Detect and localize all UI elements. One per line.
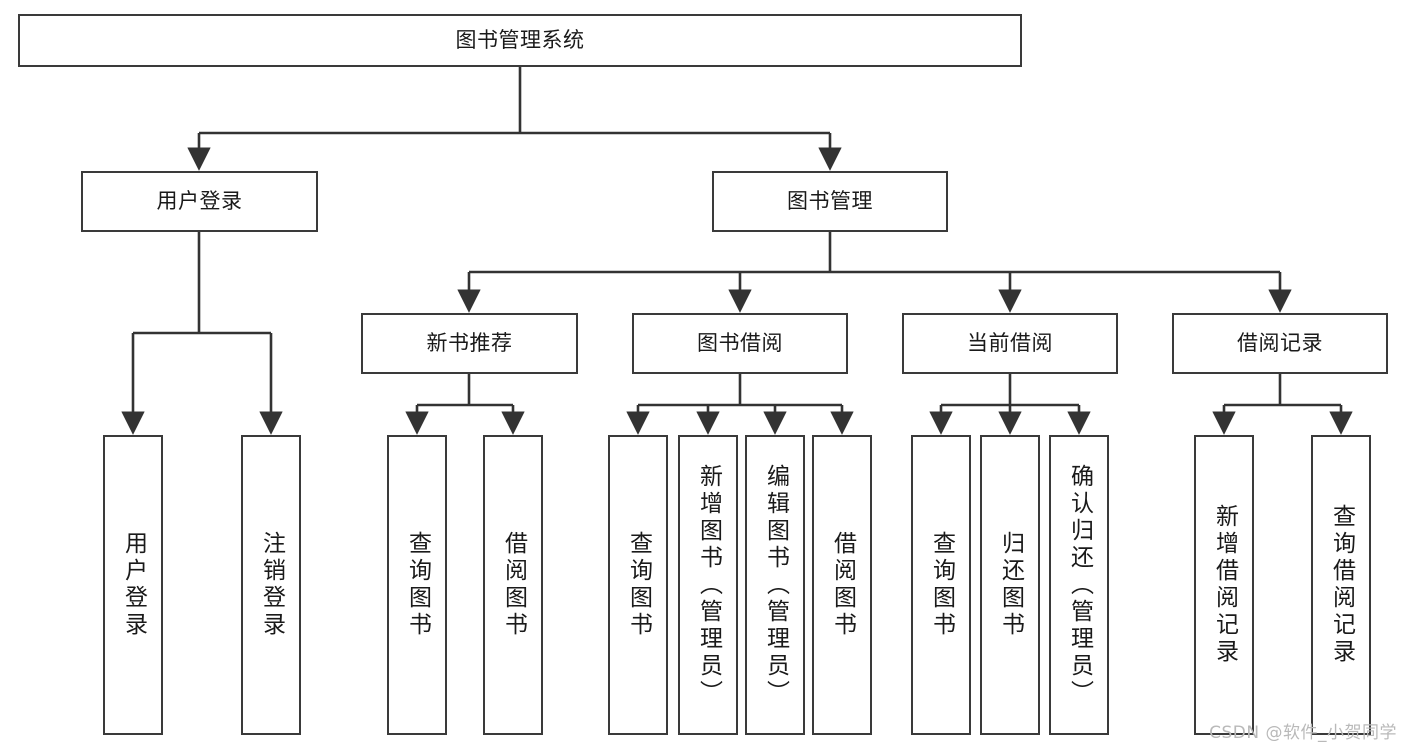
- node-new-book-recommend[interactable]: 新书推荐: [361, 313, 578, 374]
- node-user-login[interactable]: 用户登录: [81, 171, 318, 232]
- leaf-query-book-current[interactable]: 查询图书: [911, 435, 971, 735]
- node-label: 新增图书（管理员）: [695, 463, 722, 707]
- leaf-borrow-book[interactable]: 借阅图书: [812, 435, 872, 735]
- node-label: 归还图书: [997, 531, 1024, 639]
- leaf-add-book[interactable]: 新增图书（管理员）: [678, 435, 738, 735]
- node-label: 用户登录: [156, 188, 243, 213]
- leaf-borrow-book-recommend[interactable]: 借阅图书: [483, 435, 543, 735]
- leaf-logout-login[interactable]: 注销登录: [241, 435, 301, 735]
- node-label: 注销登录: [258, 531, 285, 639]
- node-label: 确认归还（管理员）: [1066, 463, 1093, 707]
- leaf-query-borrow-record[interactable]: 查询借阅记录: [1311, 435, 1371, 735]
- node-label: 编辑图书（管理员）: [762, 463, 789, 707]
- node-label: 图书管理: [787, 188, 873, 213]
- node-label: 查询图书: [404, 531, 431, 639]
- node-label: 查询图书: [928, 531, 955, 639]
- leaf-add-borrow-record[interactable]: 新增借阅记录: [1194, 435, 1254, 735]
- node-label: 图书管理系统: [455, 27, 585, 52]
- node-book-borrow[interactable]: 图书借阅: [632, 313, 848, 374]
- leaf-edit-book[interactable]: 编辑图书（管理员）: [745, 435, 805, 735]
- leaf-query-book-borrow[interactable]: 查询图书: [608, 435, 668, 735]
- node-label: 借阅记录: [1237, 330, 1323, 355]
- node-label: 借阅图书: [829, 531, 856, 639]
- node-label: 图书借阅: [697, 330, 783, 355]
- leaf-user-login[interactable]: 用户登录: [103, 435, 163, 735]
- node-label: 新书推荐: [426, 330, 513, 355]
- node-book-management[interactable]: 图书管理: [712, 171, 948, 232]
- node-root-book-management-system[interactable]: 图书管理系统: [18, 14, 1022, 67]
- node-current-borrow[interactable]: 当前借阅: [902, 313, 1118, 374]
- node-label: 新增借阅记录: [1211, 504, 1238, 666]
- leaf-confirm-return[interactable]: 确认归还（管理员）: [1049, 435, 1109, 735]
- leaf-query-book-recommend[interactable]: 查询图书: [387, 435, 447, 735]
- node-label: 当前借阅: [967, 330, 1053, 355]
- node-label: 查询图书: [625, 531, 652, 639]
- watermark: CSDN @软件_小贺同学: [1209, 723, 1397, 743]
- node-label: 查询借阅记录: [1328, 504, 1355, 666]
- node-label: 用户登录: [120, 531, 147, 639]
- leaf-return-book[interactable]: 归还图书: [980, 435, 1040, 735]
- node-borrow-record[interactable]: 借阅记录: [1172, 313, 1388, 374]
- node-label: 借阅图书: [500, 531, 527, 639]
